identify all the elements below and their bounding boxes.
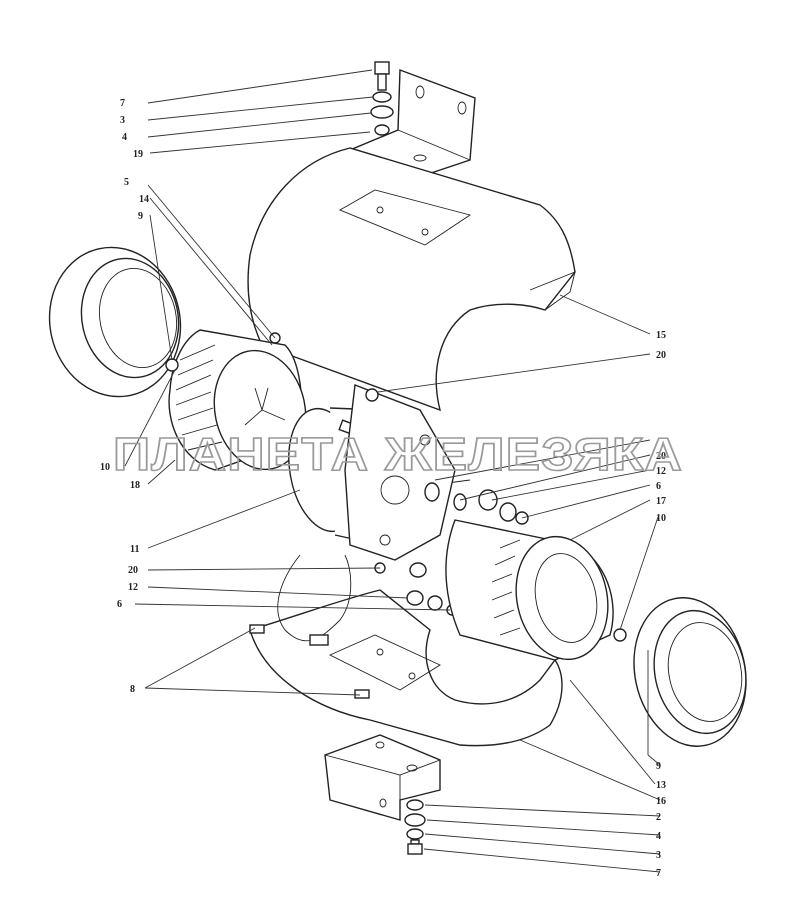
upper-housing: [247, 147, 576, 412]
callout-right-4: 4: [656, 831, 661, 842]
callout-right-20b: 20: [656, 451, 666, 462]
top-flat-washer: [370, 105, 394, 119]
callout-right-7: 7: [656, 868, 661, 879]
leader-lines: [124, 69, 661, 873]
right-clip: [613, 628, 627, 642]
callout-numbers: 7 3 4 19 5 14 9 10 18 11 20 12 6 8 15 20…: [100, 98, 666, 879]
left-clip: [165, 358, 179, 372]
callout-left-20: 20: [128, 565, 138, 576]
callout-right-16: 16: [656, 796, 666, 807]
callout-right-10: 10: [656, 513, 666, 524]
right-inlet-ring: [633, 597, 747, 747]
bottom-mounting-bracket: [324, 734, 441, 821]
callout-left-9: 9: [138, 211, 143, 222]
right-impeller: [445, 519, 614, 661]
callout-right-3: 3: [656, 850, 661, 861]
right-shaft-washers: [424, 482, 529, 525]
top-bolt: [374, 61, 390, 91]
callout-right-13: 13: [656, 780, 666, 791]
callout-right-6: 6: [656, 481, 661, 492]
left-inlet-ring: [48, 246, 182, 398]
callout-right-9: 9: [656, 761, 661, 772]
callout-right-12: 12: [656, 466, 666, 477]
callout-right-2: 2: [656, 812, 661, 823]
callout-left-3: 3: [120, 115, 125, 126]
callout-left-19: 19: [133, 149, 143, 160]
callout-left-11: 11: [130, 544, 139, 555]
callout-left-14: 14: [139, 194, 149, 205]
callout-left-7: 7: [120, 98, 125, 109]
callout-left-12: 12: [128, 582, 138, 593]
callout-left-10: 10: [100, 462, 110, 473]
top-spring-washer: [372, 91, 392, 103]
callout-left-4: 4: [122, 132, 127, 143]
callout-left-8: 8: [130, 684, 135, 695]
wiring-harness: [249, 554, 370, 699]
left-impeller: [168, 329, 307, 471]
callout-left-6: 6: [117, 599, 122, 610]
lower-housing: [249, 589, 563, 747]
bottom-flat-washer: [404, 813, 426, 827]
bottom-bolt: [407, 839, 423, 855]
top-nut: [374, 124, 390, 136]
callout-right-20a: 20: [656, 350, 666, 361]
callout-left-5: 5: [124, 177, 129, 188]
callout-right-17: 17: [656, 496, 666, 507]
callout-right-15: 15: [656, 330, 666, 341]
watermark-text: ПЛАНЕТА ЖЕЛЕЗЯКА: [113, 428, 683, 480]
bottom-nut: [406, 799, 424, 811]
callout-left-18: 18: [130, 480, 140, 491]
bottom-spring-washer: [406, 828, 424, 840]
motor-mount-plate: [344, 384, 456, 561]
